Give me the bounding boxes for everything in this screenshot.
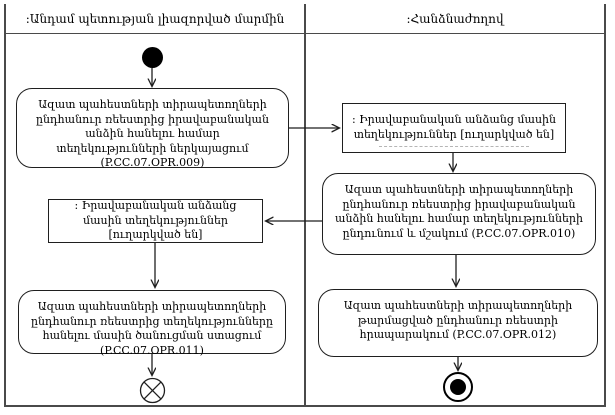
- object-node-left-label: : Իրավաբանական անձանց մասին տեղեկություն…: [74, 198, 237, 242]
- action-opr009-label: Ազատ պահեստների տիրապետողների ընդհանուր …: [36, 98, 269, 170]
- action-opr012-label: Ազատ պահեստների տիրապետողների թարմացված …: [343, 299, 573, 342]
- action-opr010: Ազատ պահեստների տիրապետողների ընդհանուր …: [322, 173, 596, 255]
- swimlane-header-left: :Անդամ պետության լիազորված մարմին: [6, 4, 304, 34]
- object-node-left: : Իրավաբանական անձանց մասին տեղեկություն…: [48, 199, 263, 243]
- action-opr011-label: Ազատ պահեստների տիրապետողների ընդհանուր …: [31, 300, 273, 357]
- swimlane-header-right: :Հանձնաժողով: [306, 4, 604, 34]
- dashed-underline: [379, 146, 529, 147]
- object-node-right: : Իրավաբանական անձանց մասին տեղեկություն…: [342, 103, 566, 153]
- action-opr009: Ազատ պահեստների տիրապետողների ընդհանուր …: [16, 88, 289, 170]
- action-opr012: Ազատ պահեստների տիրապետողների թարմացված …: [318, 289, 598, 357]
- swimlane-title-right: :Հանձնաժողով: [406, 11, 504, 26]
- flow-final-icon: [139, 377, 166, 404]
- initial-node: [142, 47, 163, 68]
- action-opr010-label: Ազատ պահեստների տիրապետողների ընդհանուր …: [335, 183, 583, 240]
- flow-final-node: [139, 377, 166, 404]
- swimlane-title-left: :Անդամ պետության լիազորված մարմին: [25, 11, 285, 26]
- object-node-right-label: : Իրավաբանական անձանց մասին տեղեկություն…: [351, 113, 556, 141]
- activity-final-node: [443, 372, 473, 402]
- action-opr011: Ազատ պահեստների տիրապետողների ընդհանուր …: [18, 290, 286, 357]
- swimlane-divider: [304, 4, 306, 407]
- activity-final-dot: [450, 379, 466, 395]
